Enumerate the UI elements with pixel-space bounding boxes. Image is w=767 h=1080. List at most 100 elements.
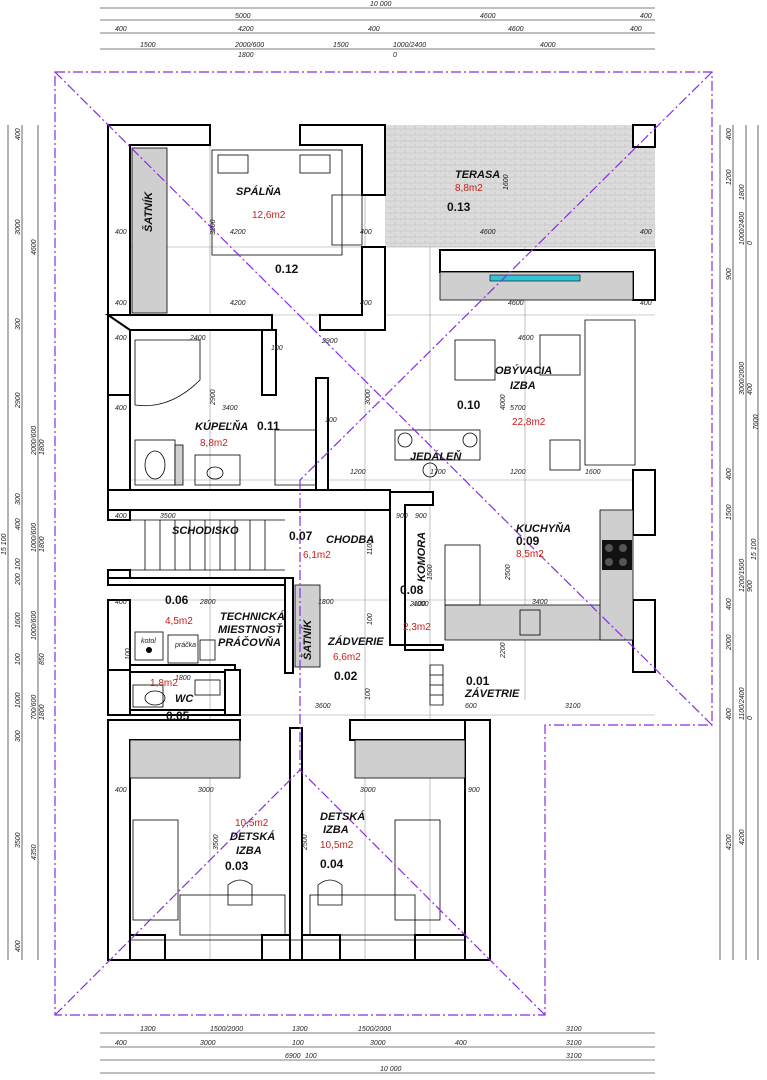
svg-text:400: 400 (115, 405, 127, 412)
svg-text:900: 900 (396, 513, 408, 520)
room-name-kupelna: KÚPEĽŇA (195, 420, 248, 433)
svg-text:1700: 1700 (430, 469, 446, 476)
svg-text:4600: 4600 (518, 335, 534, 342)
svg-text:1800: 1800 (739, 184, 746, 200)
room-name-satnik-2: ŠATNÍK (301, 619, 314, 660)
svg-text:3100: 3100 (565, 703, 581, 710)
staircase (130, 519, 285, 571)
svg-text:3500: 3500 (160, 513, 176, 520)
svg-text:4600: 4600 (508, 300, 524, 307)
svg-text:3500: 3500 (15, 832, 22, 848)
svg-text:1000/2400: 1000/2400 (393, 42, 426, 49)
room-number-obyvacia: 0.10 (457, 398, 481, 412)
svg-text:2400: 2400 (189, 335, 206, 342)
svg-text:400: 400 (15, 940, 22, 952)
svg-text:4000: 4000 (540, 42, 556, 49)
svg-text:1600: 1600 (585, 469, 601, 476)
room-area-detska-1: 10,5m2 (235, 818, 269, 829)
room-name-jedalen: JEDÁLEŇ (410, 450, 462, 463)
svg-text:0: 0 (747, 241, 754, 245)
room-area-komora: 2,3m2 (403, 622, 431, 633)
svg-text:400: 400 (640, 300, 652, 307)
svg-text:4600: 4600 (508, 26, 524, 33)
svg-text:100: 100 (325, 417, 337, 424)
svg-text:1600: 1600 (503, 174, 510, 190)
svg-text:4200: 4200 (238, 26, 254, 33)
room-name-zavetrie: ZÁVETRIE (464, 687, 520, 700)
svg-text:15 100: 15 100 (1, 533, 8, 555)
room-number-zavetrie: 0.01 (466, 674, 490, 688)
room-name-zadverie: ZÁDVERIE (327, 635, 384, 648)
svg-text:400: 400 (630, 26, 642, 33)
svg-text:400: 400 (455, 1040, 467, 1047)
svg-text:400: 400 (115, 335, 127, 342)
svg-text:1800: 1800 (318, 599, 334, 606)
svg-text:1500: 1500 (333, 42, 349, 49)
room-name-detska-2b: IZBA (323, 824, 349, 836)
svg-text:400: 400 (115, 1040, 127, 1047)
svg-text:4200: 4200 (739, 829, 746, 845)
svg-text:3000: 3000 (365, 389, 372, 405)
svg-text:3000: 3000 (370, 1040, 386, 1047)
svg-text:4600: 4600 (480, 229, 496, 236)
svg-text:3100: 3100 (566, 1026, 582, 1033)
svg-text:1200: 1200 (726, 169, 733, 185)
svg-text:1600: 1600 (15, 612, 22, 628)
svg-text:0: 0 (393, 52, 397, 59)
svg-text:400: 400 (115, 26, 127, 33)
svg-text:10 000: 10 000 (380, 1066, 402, 1073)
svg-text:900: 900 (468, 787, 480, 794)
terrace-paving (385, 125, 655, 247)
room-name-spalna: SPÁLŇA (236, 185, 281, 198)
room-area-terasa: 8,8m2 (455, 183, 483, 194)
svg-text:2100: 2100 (409, 601, 426, 608)
svg-text:1800: 1800 (39, 439, 46, 455)
svg-text:100: 100 (367, 613, 374, 625)
room-name-obyvacia-1: OBÝVACIA (495, 364, 552, 377)
svg-text:400: 400 (360, 300, 372, 307)
room-area-kuchyna: 8,5m2 (516, 549, 544, 560)
room-name-schodisko: SCHODISKO (172, 525, 239, 537)
svg-text:0: 0 (747, 716, 754, 720)
label-kotol: kotol (141, 638, 156, 645)
svg-text:3100: 3100 (566, 1053, 582, 1060)
svg-text:400: 400 (726, 128, 733, 140)
room-name-kuchyna: KUCHYŇA (516, 522, 571, 535)
svg-text:2000/600: 2000/600 (234, 42, 264, 49)
svg-text:400: 400 (726, 598, 733, 610)
svg-text:4600: 4600 (480, 13, 496, 20)
label-pracka: práčka (174, 642, 196, 649)
room-number-terasa: 0.13 (447, 200, 471, 214)
svg-text:1300: 1300 (140, 1026, 156, 1033)
svg-text:2900: 2900 (210, 389, 217, 406)
svg-text:400: 400 (15, 518, 22, 530)
svg-text:3000: 3000 (360, 787, 376, 794)
svg-text:5700: 5700 (510, 405, 526, 412)
svg-text:2900: 2900 (15, 392, 22, 409)
svg-text:2000: 2000 (726, 634, 733, 651)
svg-text:3000: 3000 (15, 219, 22, 235)
svg-text:100: 100 (292, 1040, 304, 1047)
svg-text:4200: 4200 (726, 834, 733, 850)
svg-text:100: 100 (271, 345, 283, 352)
room-name-technicka-1: TECHNICKÁ (220, 610, 285, 623)
svg-text:1000/600: 1000/600 (31, 523, 38, 552)
room-area-chodba: 6,1m2 (303, 550, 331, 561)
svg-text:4600: 4600 (31, 239, 38, 255)
svg-text:100: 100 (125, 648, 132, 660)
svg-text:15 100: 15 100 (751, 538, 758, 560)
svg-text:3400: 3400 (532, 599, 548, 606)
svg-text:1800: 1800 (39, 536, 46, 552)
room-area-technicka: 4,5m2 (165, 616, 193, 627)
svg-text:1000/2400: 1000/2400 (739, 212, 746, 245)
svg-text:3100: 3100 (566, 1040, 582, 1047)
svg-text:5000: 5000 (235, 13, 251, 20)
svg-text:2800: 2800 (199, 599, 216, 606)
svg-text:10 000: 10 000 (370, 1, 392, 8)
svg-text:3000: 3000 (198, 787, 214, 794)
svg-text:900: 900 (415, 513, 427, 520)
svg-text:400: 400 (640, 13, 652, 20)
svg-text:400: 400 (115, 229, 127, 236)
dimensions-bottom: 1300 1500/2000 1300 1500/2000 3100 400 3… (100, 1026, 655, 1074)
